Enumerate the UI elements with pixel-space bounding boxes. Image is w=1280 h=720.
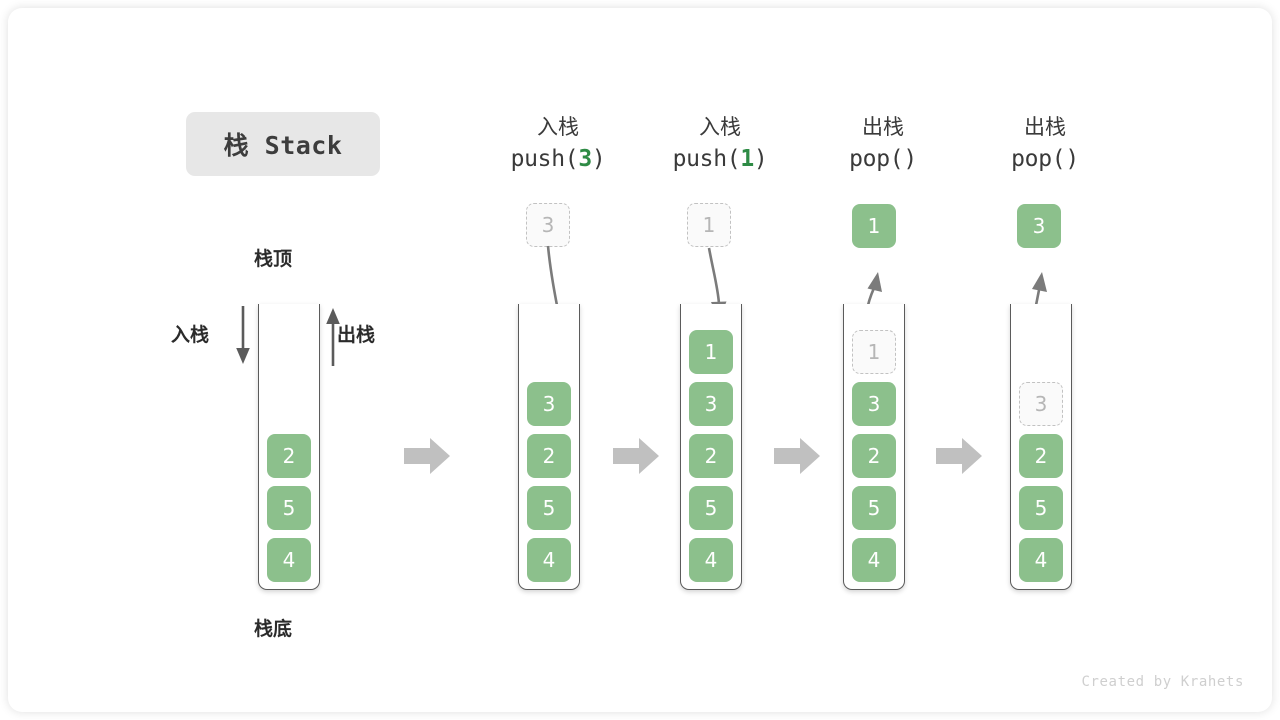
stack-cell: 4 <box>1019 538 1063 582</box>
step-operation-label: 出栈 pop() <box>803 112 963 176</box>
page-title: 栈 Stack <box>223 131 343 160</box>
stack-top-label: 栈顶 <box>254 248 293 270</box>
step-operation-label: 入栈 push(1) <box>640 112 800 176</box>
step-op-code-post: ) <box>1065 146 1079 172</box>
stack-cell-ghost: 1 <box>852 330 896 374</box>
floating-element: 3 <box>526 203 570 247</box>
push-down-arrow-icon <box>236 306 250 364</box>
stack-cells: 1 3 2 5 4 <box>852 304 896 590</box>
step-op-cn: 出栈 <box>1024 115 1066 139</box>
stack-cell: 3 <box>852 382 896 426</box>
step-op-code: pop() <box>965 142 1125 176</box>
stack-cells: 3 2 5 4 <box>1019 304 1063 590</box>
stack-cell: 2 <box>852 434 896 478</box>
transition-arrow-icon <box>613 438 659 474</box>
stack-cell: 3 <box>689 382 733 426</box>
step-pop-3: 出栈 pop() 3 3 2 5 4 <box>965 8 1125 712</box>
pop-up-arrow-icon <box>326 308 340 366</box>
step-push-1: 入栈 push(1) 1 1 3 2 5 4 <box>640 8 800 712</box>
stack-cell-ghost: 3 <box>1019 382 1063 426</box>
step-op-cn: 入栈 <box>699 115 741 139</box>
step-op-code-pre: push( <box>510 146 579 172</box>
step-op-code-pre: pop( <box>1011 146 1066 172</box>
stack-cell: 4 <box>267 538 311 582</box>
stack-cell: 2 <box>267 434 311 478</box>
step-op-code-num: 3 <box>578 146 592 172</box>
stack-cell: 2 <box>527 434 571 478</box>
stack-cells: 3 2 5 4 <box>527 304 571 590</box>
pop-direction-label: 出栈 <box>337 324 376 346</box>
stack-cell: 4 <box>689 538 733 582</box>
stack-cells: 1 3 2 5 4 <box>689 304 733 590</box>
transition-arrow-icon <box>404 438 450 474</box>
stack-cell: 5 <box>1019 486 1063 530</box>
transition-arrow-icon <box>774 438 820 474</box>
initial-stack-group: 栈顶 栈底 入栈 出栈 2 5 4 <box>8 8 448 712</box>
step-op-code: pop() <box>803 142 963 176</box>
step-op-code-pre: pop( <box>849 146 904 172</box>
diagram-title-chip: 栈 Stack <box>186 112 380 176</box>
stack-bottom-label: 栈底 <box>254 618 293 640</box>
stack-cell: 4 <box>852 538 896 582</box>
stack-cell: 2 <box>1019 434 1063 478</box>
step-op-code: push(3) <box>478 142 638 176</box>
stack-cell: 2 <box>689 434 733 478</box>
stack-cells: 2 5 4 <box>267 304 311 590</box>
step-op-code-num: 1 <box>740 146 754 172</box>
diagram-card: 栈 Stack 栈顶 栈底 入栈 出栈 2 5 4 入栈 <box>8 8 1272 712</box>
stack-cell: 5 <box>527 486 571 530</box>
floating-element: 1 <box>687 203 731 247</box>
step-pop-1: 出栈 pop() 1 1 3 2 5 4 <box>803 8 963 712</box>
stack-cell: 5 <box>689 486 733 530</box>
push-direction-label: 入栈 <box>171 324 210 346</box>
step-operation-label: 入栈 push(3) <box>478 112 638 176</box>
step-op-code-post: ) <box>591 146 606 172</box>
stack-cell: 3 <box>527 382 571 426</box>
footer-credit: Created by Krahets <box>1081 674 1244 690</box>
step-op-code-pre: push( <box>672 146 741 172</box>
step-op-cn: 入栈 <box>537 115 579 139</box>
step-operation-label: 出栈 pop() <box>965 112 1125 176</box>
stack-cell: 1 <box>689 330 733 374</box>
transition-arrow-icon <box>936 438 982 474</box>
popped-element: 3 <box>1017 204 1061 248</box>
stack-cell: 5 <box>852 486 896 530</box>
step-op-code-post: ) <box>753 146 768 172</box>
popped-element: 1 <box>852 204 896 248</box>
step-op-code-post: ) <box>903 146 917 172</box>
step-op-code: push(1) <box>640 142 800 176</box>
stack-cell: 5 <box>267 486 311 530</box>
step-push-3: 入栈 push(3) 3 3 2 5 4 <box>478 8 638 712</box>
step-op-cn: 出栈 <box>862 115 904 139</box>
stack-cell: 4 <box>527 538 571 582</box>
